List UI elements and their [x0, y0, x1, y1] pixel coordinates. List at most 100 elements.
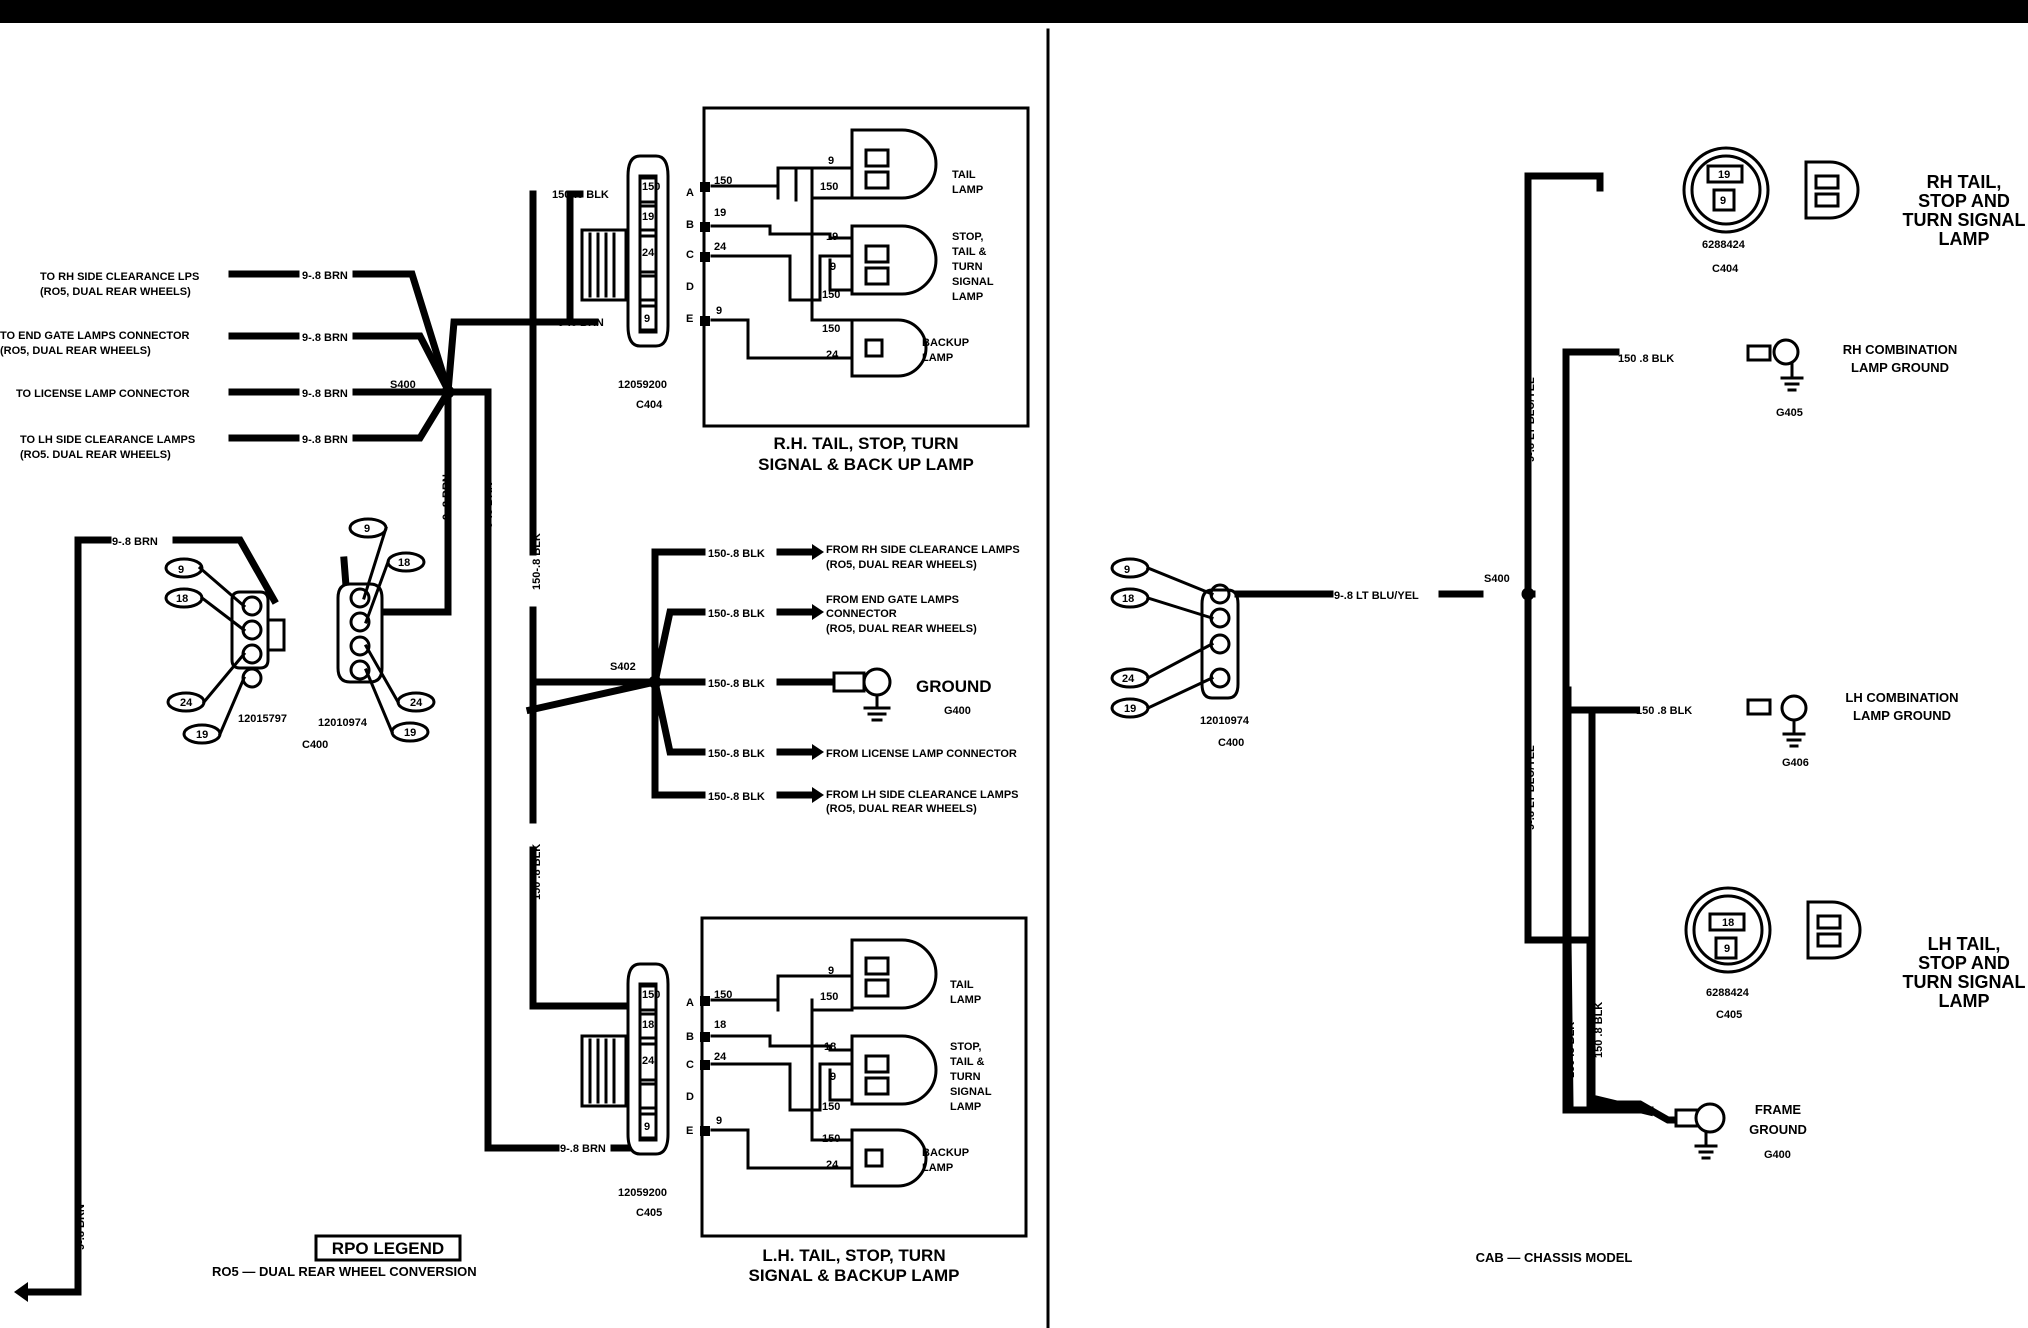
label-to-license: TO LICENSE LAMP CONNECTOR [16, 388, 190, 400]
wire-label: 150-.8 BLK [708, 548, 765, 560]
wire-num: 18 [824, 1041, 836, 1053]
connector-c404: C404 [1712, 263, 1739, 275]
lh-ground-label: LAMP GROUND [1853, 708, 1951, 723]
connector-c404: C404 [636, 399, 663, 411]
wire-label: 9-.8 LT BLU/YEL [1334, 590, 1419, 602]
lamp-label: LAMP [922, 1162, 953, 1174]
connector-c405: C405 [1716, 1009, 1742, 1021]
from-label: FROM LH SIDE CLEARANCE LAMPS [826, 789, 1019, 801]
pin-label: 19 [1124, 703, 1136, 715]
from-label: (RO5, DUAL REAR WHEELS) [826, 623, 977, 635]
frame-ground-label: FRAME [1755, 1102, 1802, 1117]
ground-id: G400 [1764, 1149, 1791, 1161]
pin-letter: C [686, 1059, 694, 1071]
splice-s400: S400 [1484, 573, 1510, 585]
wire-label: 9-.8 BRN [558, 317, 604, 329]
label-to-rh-side-lps-sub: (RO5, DUAL REAR WHEELS) [40, 286, 191, 298]
rh-lamp-title: STOP AND [1918, 191, 2010, 211]
rh-lamp-title: TURN SIGNAL [1903, 210, 2026, 230]
wire-num: 150 [822, 289, 840, 301]
from-label: FROM RH SIDE CLEARANCE LAMPS [826, 544, 1020, 556]
part-number: 12059200 [618, 379, 667, 391]
rpo-legend-text: RO5 — DUAL REAR WHEEL CONVERSION [212, 1264, 477, 1279]
rh-ground-label: RH COMBINATION [1843, 342, 1958, 357]
connector-c400: C400 [1218, 737, 1244, 749]
part-number: 12010974 [318, 717, 368, 729]
pin-label: 9 [364, 523, 370, 535]
wire-label: 150-.8 BLK [708, 748, 765, 760]
lh-lamp-title: LAMP [1939, 991, 1990, 1011]
lamp-label: TAIL & [950, 1056, 984, 1068]
pin-label: 9 [1124, 564, 1130, 576]
from-label: CONNECTOR [826, 608, 897, 620]
frame-ground-label: GROUND [1749, 1122, 1807, 1137]
wire-num: 24 [714, 241, 727, 253]
part-number: 12010974 [1200, 715, 1250, 727]
lh-lamp-title: TURN SIGNAL [1903, 972, 2026, 992]
connector-c400: C400 [302, 739, 328, 751]
lh-lamp-caption: SIGNAL & BACKUP LAMP [749, 1266, 960, 1285]
pin-label: 9 [178, 564, 184, 576]
pin-letter: E [686, 313, 693, 325]
pin-label: 19 [404, 727, 416, 739]
pin-letter: B [686, 219, 694, 231]
from-label: FROM END GATE LAMPS [826, 594, 959, 606]
wire-num: 150 [822, 1101, 840, 1113]
socket-pin: 9 [1724, 943, 1730, 955]
wire-label: 9-.8 LT BLU/YEL [1525, 377, 1537, 462]
socket-num: 19 [1718, 169, 1730, 181]
lamp-label: SIGNAL [950, 1086, 992, 1098]
wire-num: 18 [714, 1019, 726, 1031]
wire-num: 19 [826, 231, 838, 243]
lamp-label: STOP, [950, 1041, 981, 1053]
lamp-label: LAMP [950, 1101, 981, 1113]
wire-label: 150 .8 BLK [1565, 1022, 1577, 1078]
from-label: FROM LICENSE LAMP CONNECTOR [826, 748, 1017, 760]
pin-letter: B [686, 1031, 694, 1043]
pin-letter: C [686, 249, 694, 261]
wire-label: 9-.8 BRN [112, 536, 158, 548]
part-number: 12059200 [618, 1187, 667, 1199]
part-number: 6288424 [1702, 239, 1746, 251]
wire-label: 9-.8 BRN [302, 434, 348, 446]
lamp-label: LAMP [922, 352, 953, 364]
wire-num: 24 [826, 349, 839, 361]
label-to-lh-side: TO LH SIDE CLEARANCE LAMPS [20, 434, 195, 446]
wire-label: 150 .8 BLK [1636, 705, 1692, 717]
pin-label: 24 [1122, 673, 1135, 685]
pin-letter: E [686, 1125, 693, 1137]
cavity: 150 [642, 989, 660, 1001]
lamp-label: BACKUP [922, 337, 969, 349]
wire-label: 9-.8 LT BLU/YEL [1525, 745, 1537, 830]
part-number: 12015797 [238, 713, 287, 725]
lamp-label: TAIL [950, 979, 974, 991]
lamp-label: TAIL & [952, 246, 986, 258]
wire-num: 9 [830, 261, 836, 273]
wire-num: 9 [716, 305, 722, 317]
pin-letter: A [686, 187, 694, 199]
label-to-end-gate: TO END GATE LAMPS CONNECTOR [0, 330, 190, 342]
cavity: 24 [642, 1055, 655, 1067]
wire-num: 150 [822, 323, 840, 335]
lh-lamp-title: LH TAIL, [1928, 934, 2001, 954]
wire-num: 150 [820, 181, 838, 193]
rh-lamp-caption: SIGNAL & BACK UP LAMP [758, 455, 974, 474]
cavity: 9 [644, 1121, 650, 1133]
part-number: 6288424 [1706, 987, 1750, 999]
wire-num: 9 [830, 1071, 836, 1083]
wire-num: 9 [828, 965, 834, 977]
wire-label: 150-.8 BLK [708, 608, 765, 620]
cavity: 150 [642, 181, 660, 193]
rh-lamp-title: RH TAIL, [1927, 172, 2002, 192]
label-to-rh-side-lps: TO RH SIDE CLEARANCE LPS [40, 271, 199, 283]
wire-label: 9-.8 BRN [560, 1143, 606, 1155]
lamp-label: LAMP [950, 994, 981, 1006]
cavity: 24 [642, 247, 655, 259]
pin-label: 18 [176, 593, 188, 605]
ground-id: G400 [944, 705, 971, 717]
lamp-label: TURN [952, 261, 983, 273]
lamp-label: BACKUP [922, 1147, 969, 1159]
pin-label: 19 [196, 729, 208, 741]
ground-id: G406 [1782, 757, 1809, 769]
ground-label: GROUND [916, 677, 992, 696]
